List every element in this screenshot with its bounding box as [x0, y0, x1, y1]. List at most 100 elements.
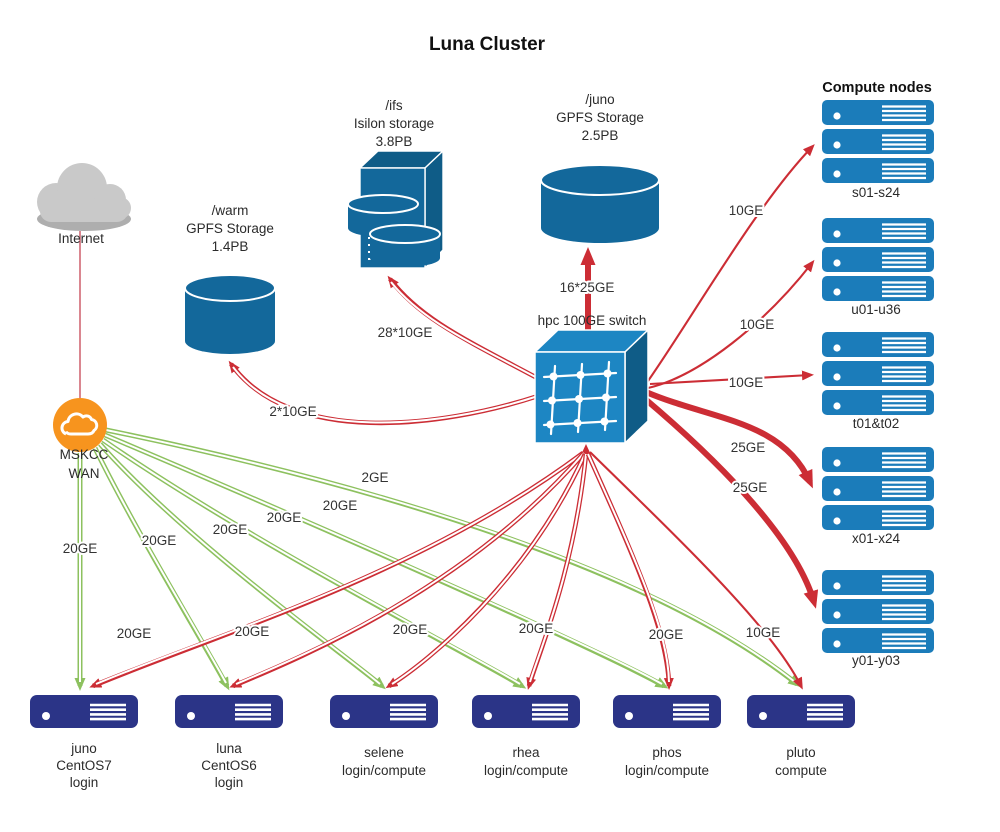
rack-server [820, 245, 936, 274]
juno-storage-label-2: GPFS Storage [556, 110, 644, 125]
link-switch-t-nodes [649, 370, 814, 386]
rack-server [820, 330, 936, 359]
link-label-wan-phos: 20GE [323, 498, 358, 513]
warm-storage-cylinder-icon [184, 274, 276, 354]
compute-group-s-label: s01-s24 [852, 185, 901, 200]
link-switch-u-nodes [647, 259, 815, 390]
warm-storage-label-3: 1.4PB [212, 239, 249, 254]
link-switch-juno-server [89, 451, 585, 689]
rack-server [820, 98, 936, 127]
server-phos-label-2: login/compute [625, 763, 709, 778]
link-switch-x-nodes [644, 389, 813, 489]
link-label-switch-y: 25GE [733, 480, 768, 495]
link-label-switch-u: 10GE [740, 317, 775, 332]
juno-storage-label-1: /juno [585, 92, 614, 107]
rack-server [820, 568, 936, 597]
switch-icon [533, 328, 650, 445]
server-pluto: pluto compute [745, 693, 857, 778]
wan-cloud-icon [60, 412, 99, 436]
isilon-storage-icon [347, 149, 445, 270]
rack-server [820, 156, 936, 185]
link-wan-phos [104, 432, 669, 689]
compute-group-t: t01&t02 [820, 330, 936, 431]
compute-group-t-label: t01&t02 [853, 416, 900, 431]
server-juno-label-2: CentOS7 [56, 758, 112, 773]
link-label-wan-luna: 20GE [142, 533, 177, 548]
link-switch-y-nodes [642, 395, 819, 609]
isilon-storage-label-2: Isilon storage [354, 116, 434, 131]
wan-label-2: WAN [69, 466, 100, 481]
server-selene-label-1: selene [364, 745, 404, 760]
link-switch-phos-server [585, 453, 674, 690]
rack-server [820, 388, 936, 417]
link-label-switch-selene: 20GE [393, 622, 428, 637]
server-rhea: rhea login/compute [470, 693, 582, 778]
link-switch-rhea-server [526, 453, 589, 690]
rack-server [820, 626, 936, 655]
link-label-switch-juno-server: 20GE [117, 626, 152, 641]
compute-group-y-label: y01-y03 [852, 653, 900, 668]
link-switch-luna-server [229, 451, 586, 689]
link-label-switch-x: 25GE [731, 440, 766, 455]
link-wan-rhea [101, 437, 527, 689]
juno-storage-cylinder-icon [540, 164, 660, 243]
rack-server [820, 274, 936, 303]
link-label-wan-pluto: 2GE [361, 470, 388, 485]
compute-group-x: x01-x24 [820, 445, 936, 546]
rack-server [820, 474, 936, 503]
link-label-wan-juno: 20GE [63, 541, 98, 556]
links-switch-servers [89, 451, 803, 690]
server-rhea-label-2: login/compute [484, 763, 568, 778]
link-label-switch-warm: 2*10GE [269, 404, 316, 419]
compute-group-u: u01-u36 [820, 216, 936, 317]
rack-server [820, 127, 936, 156]
server-luna-label-3: login [215, 775, 244, 790]
link-label-switch-luna: 20GE [235, 624, 270, 639]
server-luna-label-2: CentOS6 [201, 758, 257, 773]
compute-nodes-header: Compute nodes [822, 80, 932, 96]
link-label-switch-isilon: 28*10GE [378, 325, 433, 340]
link-wan-selene [98, 442, 386, 690]
link-label-switch-phos: 20GE [649, 627, 684, 642]
compute-group-s: s01-s24 [820, 98, 936, 200]
link-switch-isilon [387, 275, 543, 383]
wan-node [53, 398, 107, 452]
diagram-title: Luna Cluster [429, 34, 546, 55]
compute-group-y: y01-y03 [820, 568, 936, 668]
link-switch-pluto-server [589, 451, 803, 690]
internet-cloud-icon [37, 163, 131, 231]
link-label-switch-t: 10GE [729, 375, 764, 390]
juno-storage-label-3: 2.5PB [582, 128, 619, 143]
server-juno: juno CentOS7 login [28, 693, 140, 790]
link-label-switch-rhea: 20GE [519, 621, 554, 636]
switch-label: hpc 100GE switch [538, 313, 647, 328]
server-luna-label-1: luna [216, 741, 242, 756]
internet-label: Internet [58, 231, 104, 246]
server-juno-label-1: juno [70, 741, 97, 756]
link-label-switch-s: 10GE [729, 203, 764, 218]
server-selene: selene login/compute [328, 693, 440, 778]
server-pluto-label-1: pluto [786, 745, 815, 760]
link-switch-selene-server [385, 453, 588, 689]
rack-server [820, 216, 936, 245]
link-label-switch-pluto: 10GE [746, 625, 781, 640]
warm-storage-label-2: GPFS Storage [186, 221, 274, 236]
server-phos-label-1: phos [652, 745, 682, 760]
wan-label-1: MSKCC [60, 447, 109, 462]
server-phos: phos login/compute [611, 693, 723, 778]
link-wan-luna [92, 446, 230, 691]
rack-server [820, 597, 936, 626]
rack-server [820, 359, 936, 388]
server-juno-label-3: login [70, 775, 99, 790]
link-switch-s-nodes [647, 144, 815, 382]
rack-server [820, 445, 936, 474]
warm-storage-label-1: /warm [212, 203, 249, 218]
server-pluto-label-2: compute [775, 763, 827, 778]
compute-group-u-label: u01-u36 [851, 302, 901, 317]
rack-server [820, 503, 936, 532]
link-switch-warm [228, 360, 539, 426]
compute-group-x-label: x01-x24 [852, 531, 901, 546]
link-wan-pluto [105, 427, 801, 688]
link-label-wan-selene: 20GE [213, 522, 248, 537]
